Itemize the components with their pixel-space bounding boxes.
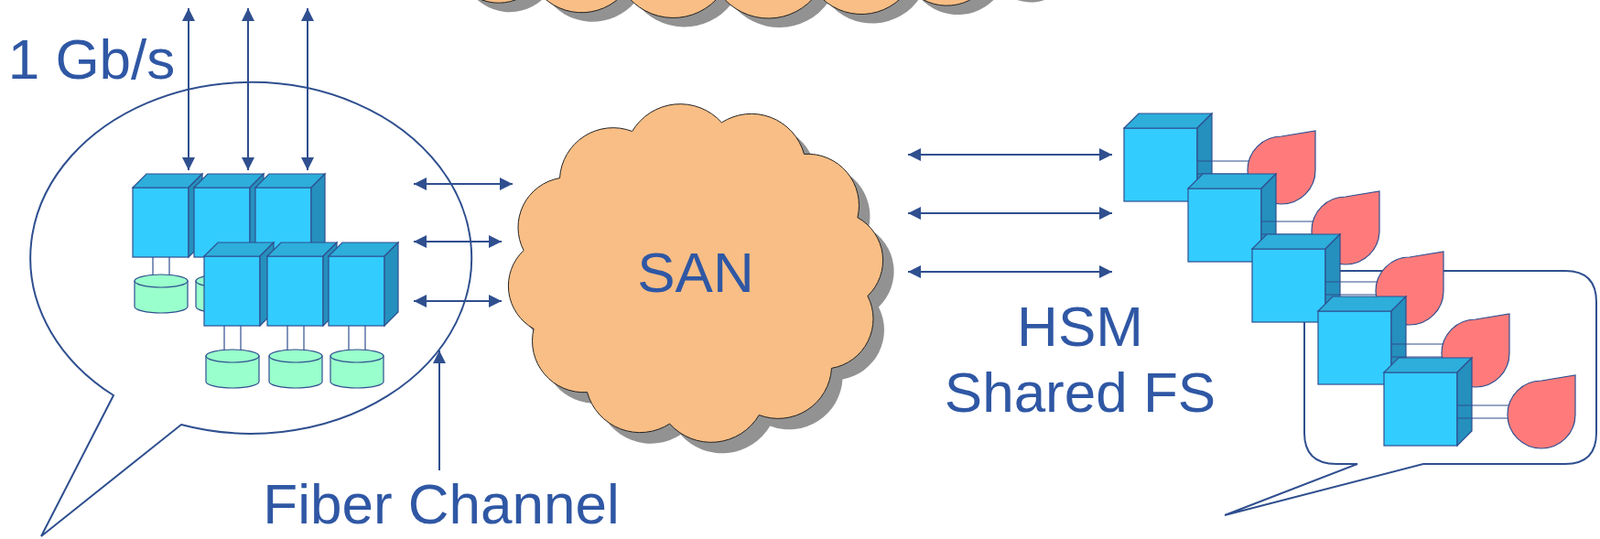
- cable: [1197, 160, 1253, 162]
- diagram-label: HSM: [1016, 295, 1144, 358]
- disk-symbol: [330, 349, 384, 389]
- cable: [1261, 220, 1317, 222]
- disk-symbol: [205, 349, 260, 389]
- disk-symbol: [134, 274, 188, 314]
- link-arrow: [413, 183, 513, 185]
- link-arrow: [908, 153, 1113, 156]
- link-arrow: [413, 300, 502, 303]
- link-arrow: [247, 8, 249, 171]
- cube-front: [1252, 248, 1326, 323]
- cube-front: [1383, 372, 1458, 446]
- leader-arrow: [438, 350, 441, 471]
- link-arrow: [187, 8, 190, 171]
- disk-top: [205, 349, 260, 363]
- callout-bubble: [30, 82, 472, 537]
- cable: [168, 257, 170, 277]
- cable: [151, 257, 153, 277]
- cube-front: [132, 187, 189, 258]
- san-cloud: [508, 104, 883, 444]
- cube-front: [267, 256, 324, 326]
- cable: [1325, 281, 1381, 282]
- link-arrow: [908, 212, 1113, 215]
- cable: [1457, 404, 1513, 406]
- cube-side: [384, 242, 399, 326]
- node-label: SAN: [637, 241, 754, 304]
- cable: [364, 325, 366, 352]
- cube-front: [328, 256, 385, 326]
- disk-symbol: [269, 349, 323, 389]
- cable: [286, 325, 288, 352]
- cube-side: [1457, 357, 1472, 446]
- server-cluster: [132, 173, 399, 389]
- cable: [239, 325, 241, 352]
- wan-cloud: [328, 0, 1136, 19]
- link-arrow: [908, 270, 1113, 273]
- disk-top: [269, 349, 323, 363]
- cable: [1391, 343, 1447, 345]
- cable: [1457, 417, 1513, 419]
- tape-reel: [1507, 375, 1576, 449]
- server-cube: [267, 242, 337, 326]
- cable: [302, 325, 304, 352]
- cable: [223, 325, 225, 352]
- diagram-label: Shared FS: [944, 361, 1216, 424]
- cube-front: [1188, 188, 1262, 262]
- link-arrow: [306, 8, 309, 171]
- cable: [1325, 293, 1381, 295]
- cube-front: [1124, 128, 1198, 202]
- link-arrow: [413, 240, 502, 243]
- server-cube: [132, 173, 203, 258]
- server-cube: [328, 242, 399, 326]
- cube-front: [1318, 311, 1392, 385]
- cable: [347, 325, 349, 352]
- cube-front: [204, 256, 260, 326]
- diagram-label: Fiber Channel: [262, 473, 619, 536]
- disk-top: [330, 349, 384, 363]
- server-cube: [1383, 357, 1472, 446]
- disk-top: [134, 274, 188, 288]
- cloud-node: SAN: [497, 97, 894, 450]
- diagram-label: 1 Gb/s: [8, 28, 176, 91]
- server-cube: [204, 242, 274, 326]
